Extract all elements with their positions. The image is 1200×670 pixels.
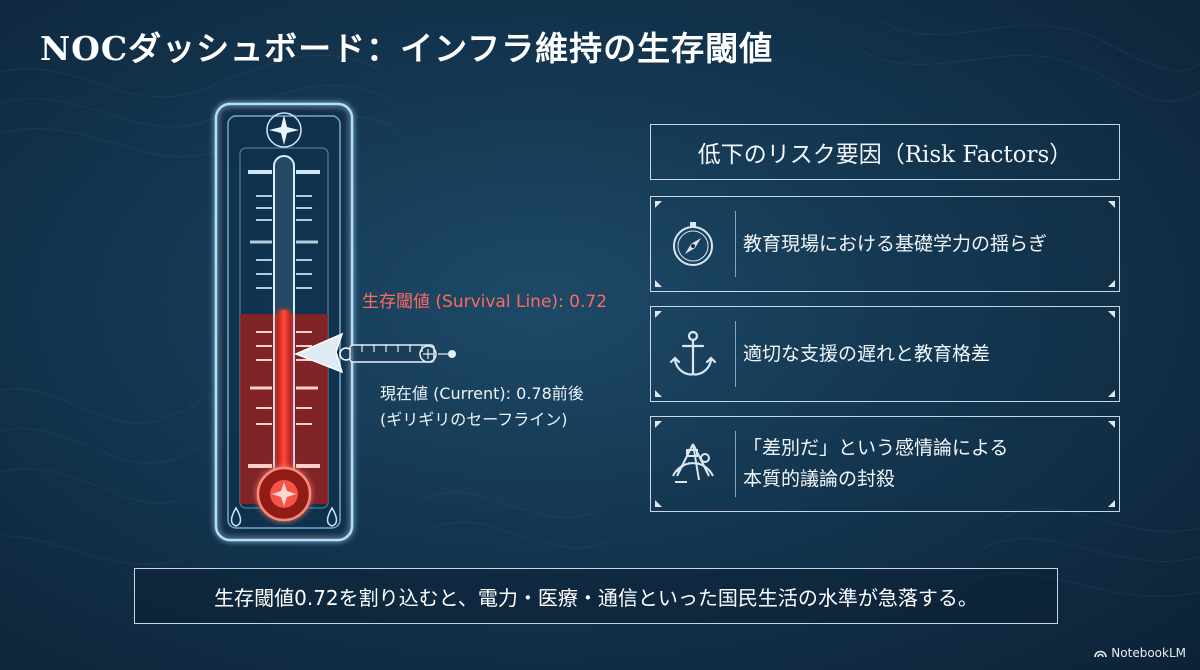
mercury-column — [277, 310, 291, 488]
compass-rose-icon — [266, 112, 302, 148]
current-value-note: (ギリギリのセーフライン) — [380, 410, 568, 429]
sextant-icon — [672, 443, 714, 483]
risk-factor-text: 教育現場における基礎学力の揺らぎ — [743, 232, 1048, 255]
thermometer-bulb — [256, 466, 312, 522]
current-value-label: 現在値 (Current): 0.78前後 (ギリギリのセーフライン) — [380, 381, 584, 433]
drop-icon — [326, 506, 338, 527]
survival-line-label: 生存閾値 (Survival Line): 0.72 — [362, 292, 608, 312]
summary-banner: 生存閾値0.72を割り込むと、電力・医療・通信といった国民生活の水準が急落する。 — [134, 568, 1058, 624]
scale-ticks — [248, 170, 320, 468]
risk-factor-card: 適切な支援の遅れと教育格差 — [650, 306, 1120, 402]
risk-factor-text: 「差別だ」という感情論による 本質的議論の封殺 — [743, 437, 1009, 490]
brand-watermark: NotebookLM — [1094, 646, 1186, 660]
risk-factor-text: 適切な支援の遅れと教育格差 — [743, 342, 991, 365]
current-pointer — [294, 332, 456, 374]
risk-factor-card: 教育現場における基礎学力の揺らぎ — [650, 196, 1120, 292]
current-value-text: 現在値 (Current): 0.78前後 — [380, 384, 584, 403]
compass-icon — [673, 222, 713, 266]
notebooklm-logo-icon — [1094, 650, 1108, 658]
risk-factors-header: 低下のリスク要因（Risk Factors） — [650, 124, 1120, 180]
drop-icon — [230, 506, 242, 527]
thermometer-diagram — [200, 102, 610, 542]
page-title: NOCダッシュボード：インフラ維持の生存閾値 — [40, 29, 774, 68]
risk-factor-card: 「差別だ」という感情論による 本質的議論の封殺 — [650, 416, 1120, 512]
brand-name: NotebookLM — [1111, 646, 1186, 660]
anchor-icon — [669, 330, 717, 376]
